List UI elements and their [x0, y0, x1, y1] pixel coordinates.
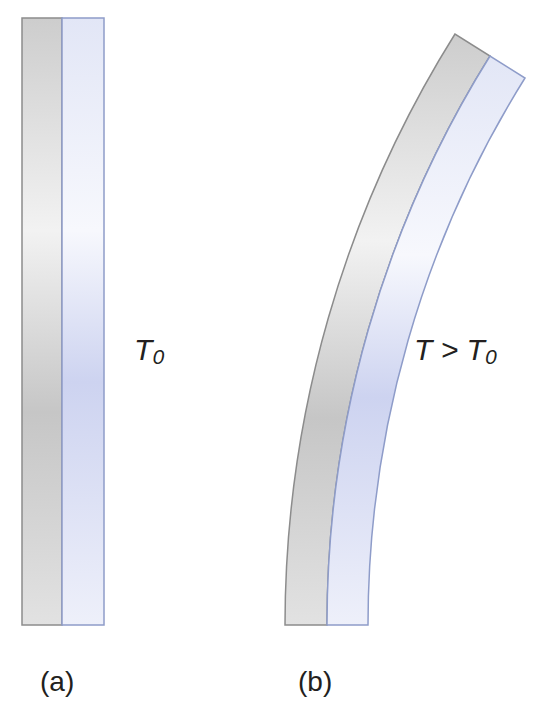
temperature-label: T > T₀: [414, 335, 497, 365]
metal-strip: [22, 18, 62, 625]
temperature-label: T₀: [134, 335, 165, 365]
metal-strip: [62, 18, 104, 625]
panel-label: (b): [298, 668, 332, 696]
metal-strip: [327, 56, 525, 625]
panel-label: (a): [40, 668, 74, 696]
